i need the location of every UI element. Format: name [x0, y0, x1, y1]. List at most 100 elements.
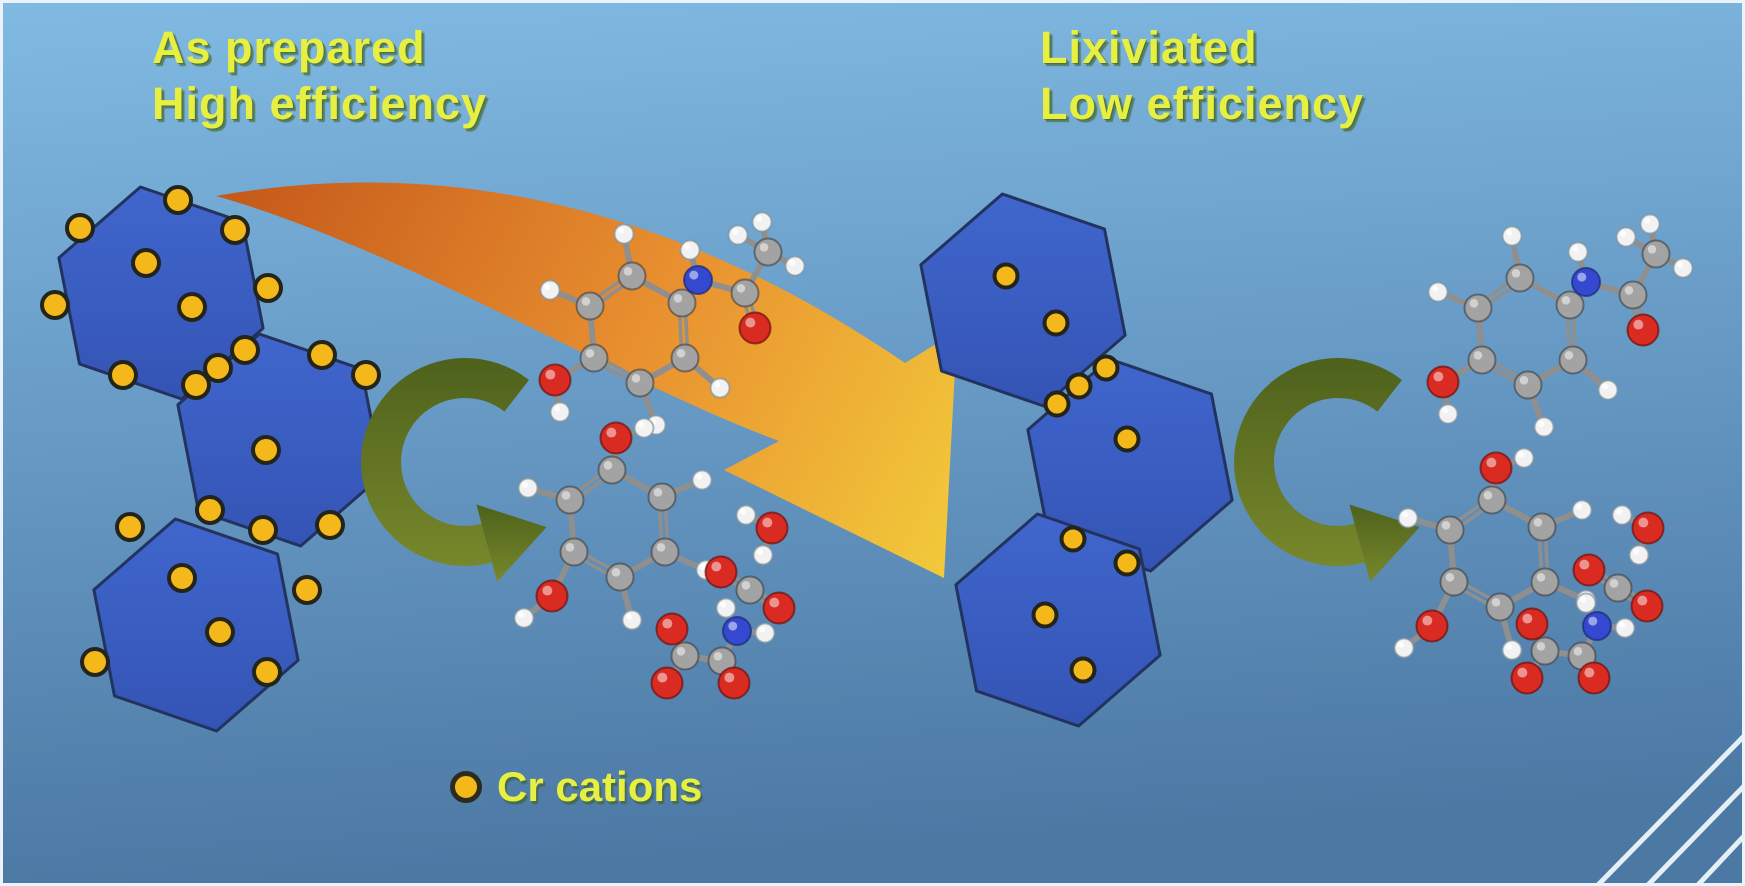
atom-highlight [522, 481, 529, 488]
atom-highlight [623, 266, 633, 276]
o-atom [762, 591, 796, 625]
cr-cation-dot [131, 248, 161, 278]
c-atom [667, 288, 697, 318]
atom-highlight [759, 626, 766, 633]
c-atom [605, 562, 635, 592]
atom-highlight [638, 421, 645, 428]
atom-highlight [1572, 245, 1579, 252]
atom-highlight [1511, 268, 1521, 278]
o-atom [717, 666, 751, 700]
atom-highlight [1584, 667, 1595, 678]
c-atom [559, 537, 589, 567]
atom-highlight [1577, 272, 1587, 282]
atom-highlight [1533, 517, 1543, 527]
atom-highlight [724, 672, 735, 683]
h-atom [633, 417, 655, 439]
hydroquinone-molecule-right [1393, 447, 1597, 661]
atom-highlight [1442, 407, 1449, 414]
atom-highlight [1422, 615, 1433, 626]
lixiviated-crystal [919, 192, 1234, 728]
atom-highlight [1564, 350, 1574, 360]
cr-cation-dot [65, 213, 95, 243]
atom-highlight [757, 548, 764, 555]
co2-molecule-right [1572, 553, 1664, 623]
atom-highlight [673, 293, 683, 303]
c-atom [625, 368, 655, 398]
atom-highlight [1486, 457, 1497, 468]
cr-cation-dot [167, 563, 197, 593]
c-atom [597, 455, 627, 485]
o-atom [1626, 313, 1660, 347]
atom-highlight [676, 348, 686, 358]
atom-highlight [561, 490, 571, 500]
atom-highlight [736, 283, 746, 293]
c-atom [1641, 239, 1671, 269]
h-atom [1501, 639, 1523, 661]
c-atom [1555, 290, 1585, 320]
o-atom [755, 511, 789, 545]
atom-highlight [626, 613, 633, 620]
c-atom [1439, 567, 1469, 597]
h-atom [549, 401, 571, 423]
c-atom [1463, 293, 1493, 323]
h-atom [613, 223, 635, 245]
atom-highlight [662, 618, 673, 629]
h-atom [1597, 379, 1619, 401]
o-atom [1515, 607, 1549, 641]
c-atom [617, 261, 647, 291]
oxamic-fragment-left [650, 597, 776, 700]
atom-highlight [1517, 667, 1528, 678]
h-atom [752, 544, 774, 566]
c-atom [1530, 567, 1560, 597]
atom-highlight [684, 243, 691, 250]
h-atom [1437, 403, 1459, 425]
corner-diagonal-line [1594, 732, 1745, 886]
c-atom [670, 343, 700, 373]
atom-highlight [1506, 643, 1513, 650]
h-atom [709, 377, 731, 399]
degradation-arrow-left [361, 358, 547, 582]
c-atom [579, 343, 609, 373]
right-title-line1: Lixiviated [1040, 22, 1258, 73]
c-atom [647, 482, 677, 512]
c-atom [1435, 515, 1465, 545]
h-atom [1397, 507, 1419, 529]
atom-highlight [606, 427, 617, 438]
cr-cation-dot [230, 335, 260, 365]
o-atom [1426, 365, 1460, 399]
cr-cation-dot [195, 495, 225, 525]
atom-highlight [618, 227, 625, 234]
c-atom [1477, 485, 1507, 515]
atom-highlight [1402, 511, 1409, 518]
h-atom [754, 622, 776, 644]
atom-highlight [689, 270, 699, 280]
c-atom [730, 278, 760, 308]
c-atom [735, 575, 765, 605]
atom-highlight [1588, 616, 1598, 626]
cr-cation-dot [307, 340, 337, 370]
atom-highlight [745, 317, 756, 328]
h-atom [1571, 499, 1593, 521]
atom-highlight [544, 283, 551, 290]
cr-cation-dot [251, 435, 281, 465]
left-title-line2: High efficiency [152, 78, 488, 130]
atom-highlight [1432, 285, 1439, 292]
atom-highlight [581, 296, 591, 306]
atom-highlight [740, 508, 747, 515]
h-atom [1615, 226, 1637, 248]
hexagon-crystal-facet [92, 517, 300, 733]
atom-highlight [711, 561, 722, 572]
atom-highlight [1538, 420, 1545, 427]
cr-cation-dot [80, 647, 110, 677]
n-atom [683, 265, 713, 295]
c-atom [1485, 592, 1515, 622]
water-molecule-right [1611, 504, 1665, 566]
atom-highlight [1441, 520, 1451, 530]
o-atom [535, 579, 569, 613]
cr-cation-dot [1113, 549, 1141, 577]
atom-highlight [1576, 503, 1583, 510]
green-arrowhead [476, 504, 547, 582]
cr-cation-dot [181, 370, 211, 400]
left-panel-title: As prepared High efficiency [152, 20, 487, 133]
